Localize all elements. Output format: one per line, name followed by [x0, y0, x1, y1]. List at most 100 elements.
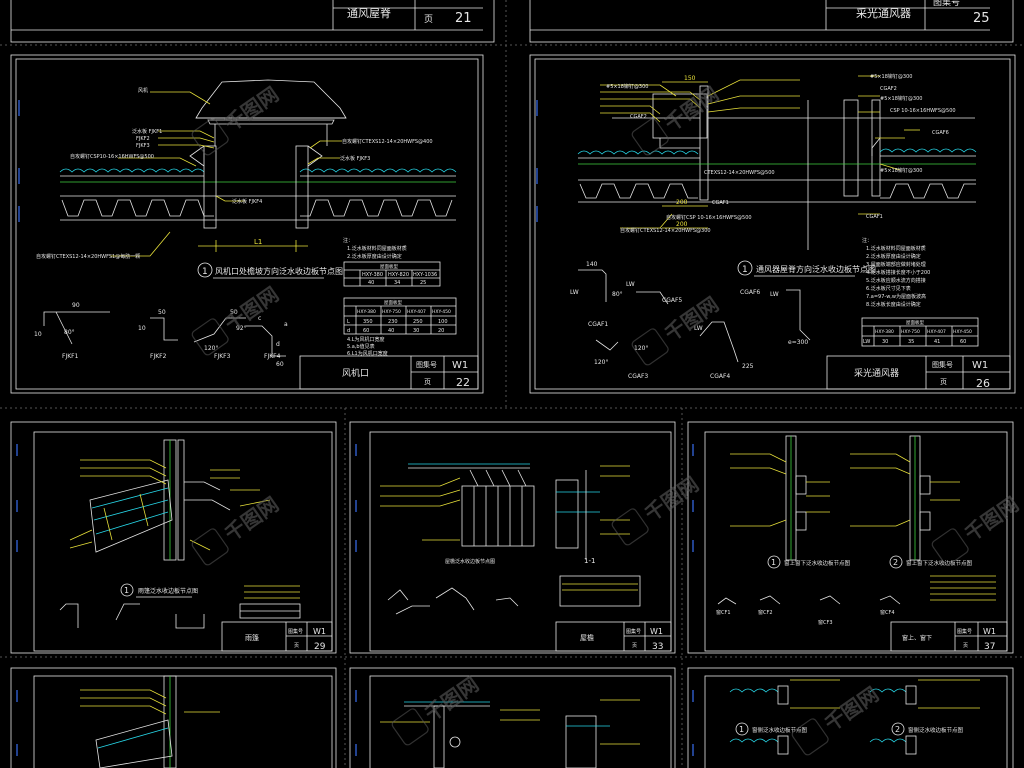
caption-33: 屋檐泛水收边板节点图: [445, 558, 495, 565]
svg-text:页: 页: [294, 643, 299, 649]
caption-29: 1 雨篷泛水收边板节点图: [120, 583, 198, 598]
sheet-22: 风机 泛水板 FJKF1 FJKF2 FJKF3 自攻螺钉CSP10-16×16…: [10, 54, 484, 394]
svg-text:页: 页: [963, 643, 968, 649]
sheet-29: 1 雨篷泛水收边板节点图 雨篷 图集号 W1 页 29: [10, 421, 337, 654]
svg-text:60: 60: [276, 361, 284, 368]
svg-text:200: 200: [676, 221, 688, 228]
svg-text:屋面板型: 屋面板型: [380, 263, 398, 270]
svg-text:窗上窗下泛水收边板节点图: 窗上窗下泛水收边板节点图: [784, 559, 851, 567]
svg-text:LW: LW: [570, 289, 579, 296]
caption-b3b: 2 窗侧泛水收边板节点图: [891, 722, 964, 736]
detail-cgaf6: LW CGAF6 e=300: [740, 289, 811, 346]
top-strip-left: 通风屋脊 页 21: [10, 0, 495, 43]
top-right-page-no: 25: [973, 11, 990, 26]
svg-text:页: 页: [940, 378, 947, 386]
svg-text:LW: LW: [694, 325, 703, 332]
svg-text:e=300: e=300: [788, 339, 808, 346]
svg-text:80°: 80°: [64, 329, 75, 336]
sheet-26: #5×18铆钉@300 150 CGAF2 CTEXS12-14×20HWFS@…: [529, 54, 1016, 394]
roof-section: [59, 145, 457, 252]
top-right-atlas-label: 图集号: [933, 0, 960, 8]
label-fjkf1: 泛水板 FJKF1: [132, 128, 162, 135]
notes-37: [930, 575, 996, 601]
svg-text:20: 20: [438, 328, 444, 334]
detail-fjkf4: c 92° d 60 a FJKF4: [236, 315, 288, 368]
detail-name-fjkf4: FJKF4: [264, 353, 281, 360]
svg-text:10: 10: [34, 331, 42, 338]
svg-text:41: 41: [934, 339, 940, 345]
label-screw-ctexs: 自攻螺钉CTEXS12-14×20HWFS@400: [342, 138, 433, 145]
title-block-22: 风机口 图集号 W1 页 22: [299, 355, 479, 390]
title-block-33: 屋檐 图集号 W1 页 33: [555, 621, 672, 652]
eave-drawing: [408, 463, 600, 560]
svg-text:200: 200: [676, 199, 688, 206]
svg-text:5.a,b值见表: 5.a,b值见表: [347, 343, 375, 350]
svg-text:250: 250: [413, 319, 423, 325]
svg-text:3.屋面板端部应做封堵处理: 3.屋面板端部应做封堵处理: [866, 261, 926, 268]
svg-text:CSP 10-16×16HWFS@500: CSP 10-16×16HWFS@500: [890, 108, 956, 114]
svg-text:d: d: [276, 341, 280, 348]
svg-text:c: c: [258, 315, 261, 322]
svg-text:60: 60: [363, 328, 369, 334]
svg-text:#5×18铆钉@300: #5×18铆钉@300: [870, 73, 912, 80]
svg-text:图集号: 图集号: [288, 628, 303, 635]
top-left-title: 通风屋脊: [347, 6, 391, 20]
canopy-drawing: [89, 439, 231, 561]
caption-b3a: 1 窗侧泛水收边板节点图: [735, 722, 808, 736]
label-l1: L1: [254, 238, 262, 246]
svg-text:90: 90: [72, 302, 80, 309]
table-26: 屋面板型 HXY-380 HXY-750 HXY-407 HXY-450 LW …: [861, 317, 979, 347]
svg-text:6.泛水板尺寸见下表: 6.泛水板尺寸见下表: [866, 285, 911, 292]
svg-text:雨篷泛水收边板节点图: 雨篷泛水收边板节点图: [138, 587, 198, 595]
svg-text:采光通风器: 采光通风器: [854, 367, 899, 379]
svg-text:1.泛水板材料同屋面板材质: 1.泛水板材料同屋面板材质: [866, 245, 926, 252]
svg-text:页: 页: [632, 643, 637, 649]
svg-text:CGAF2: CGAF2: [630, 114, 647, 120]
sheet-title: 风机口: [342, 367, 369, 379]
svg-text:注：: 注：: [862, 237, 872, 244]
label-fan: 风机: [138, 87, 148, 94]
svg-text:40: 40: [388, 328, 394, 334]
svg-text:40: 40: [368, 280, 374, 286]
leaders-33: [380, 465, 630, 541]
svg-text:50: 50: [230, 309, 238, 316]
svg-text:CGAF1: CGAF1: [588, 321, 608, 328]
atlas-label: 图集号: [416, 360, 437, 369]
title-block-29: 雨篷 图集号 W1 页 29: [221, 621, 333, 652]
caption-no: 1: [202, 267, 208, 277]
svg-text:窗CF2: 窗CF2: [758, 609, 773, 616]
svg-text:25: 25: [420, 280, 426, 286]
svg-text:通风器屋脊方向泛水收边板节点图: 通风器屋脊方向泛水收边板节点图: [756, 264, 876, 274]
atlas-no: W1: [452, 360, 468, 371]
svg-text:L: L: [347, 319, 350, 325]
title-block-37: 窗上、窗下 图集号 W1 页 37: [890, 621, 1008, 652]
svg-text:#5×18铆钉@300: #5×18铆钉@300: [880, 95, 922, 102]
top-left-page-no: 21: [455, 11, 472, 26]
svg-text:窗CF3: 窗CF3: [818, 619, 833, 626]
svg-text:120°: 120°: [594, 359, 608, 366]
svg-text:CGAF1: CGAF1: [866, 214, 883, 220]
svg-text:2: 2: [895, 725, 900, 734]
svg-text:7.a=97-w,w为屋面板波高: 7.a=97-w,w为屋面板波高: [866, 293, 926, 300]
svg-text:LW: LW: [626, 281, 635, 288]
svg-text:80°: 80°: [612, 291, 623, 298]
svg-text:窗侧泛水收边板节点图: 窗侧泛水收边板节点图: [752, 726, 808, 734]
top-strip-right: 采光通风器 图集号 25: [529, 0, 1014, 43]
svg-text:60: 60: [960, 339, 966, 345]
svg-text:350: 350: [363, 319, 373, 325]
leader-lines-26: [600, 75, 920, 229]
svg-text:窗CF1: 窗CF1: [716, 609, 731, 616]
svg-text:2.泛水板厚度由设计确定: 2.泛水板厚度由设计确定: [866, 253, 921, 260]
sheet-b2: [349, 667, 676, 768]
svg-text:自攻螺钉CSP 10-16×16HWFS@500: 自攻螺钉CSP 10-16×16HWFS@500: [666, 214, 752, 221]
caption-26: 1 通风器屋脊方向泛水收边板节点图: [737, 260, 876, 277]
svg-text:#5×18铆钉@300: #5×18铆钉@300: [880, 167, 922, 174]
caption-22: 1 风机口处檐坡方向泛水收边板节点图: [197, 262, 343, 279]
svg-text:CTEXS12-14×20HWFS@500: CTEXS12-14×20HWFS@500: [704, 170, 775, 176]
svg-text:窗上窗下泛水收边板节点图: 窗上窗下泛水收边板节点图: [906, 559, 973, 567]
svg-text:30: 30: [882, 339, 888, 345]
svg-text:HXY-1036: HXY-1036: [413, 272, 437, 278]
ventilator-section: [577, 81, 977, 250]
svg-text:140: 140: [586, 261, 598, 268]
svg-text:LW: LW: [863, 339, 870, 345]
